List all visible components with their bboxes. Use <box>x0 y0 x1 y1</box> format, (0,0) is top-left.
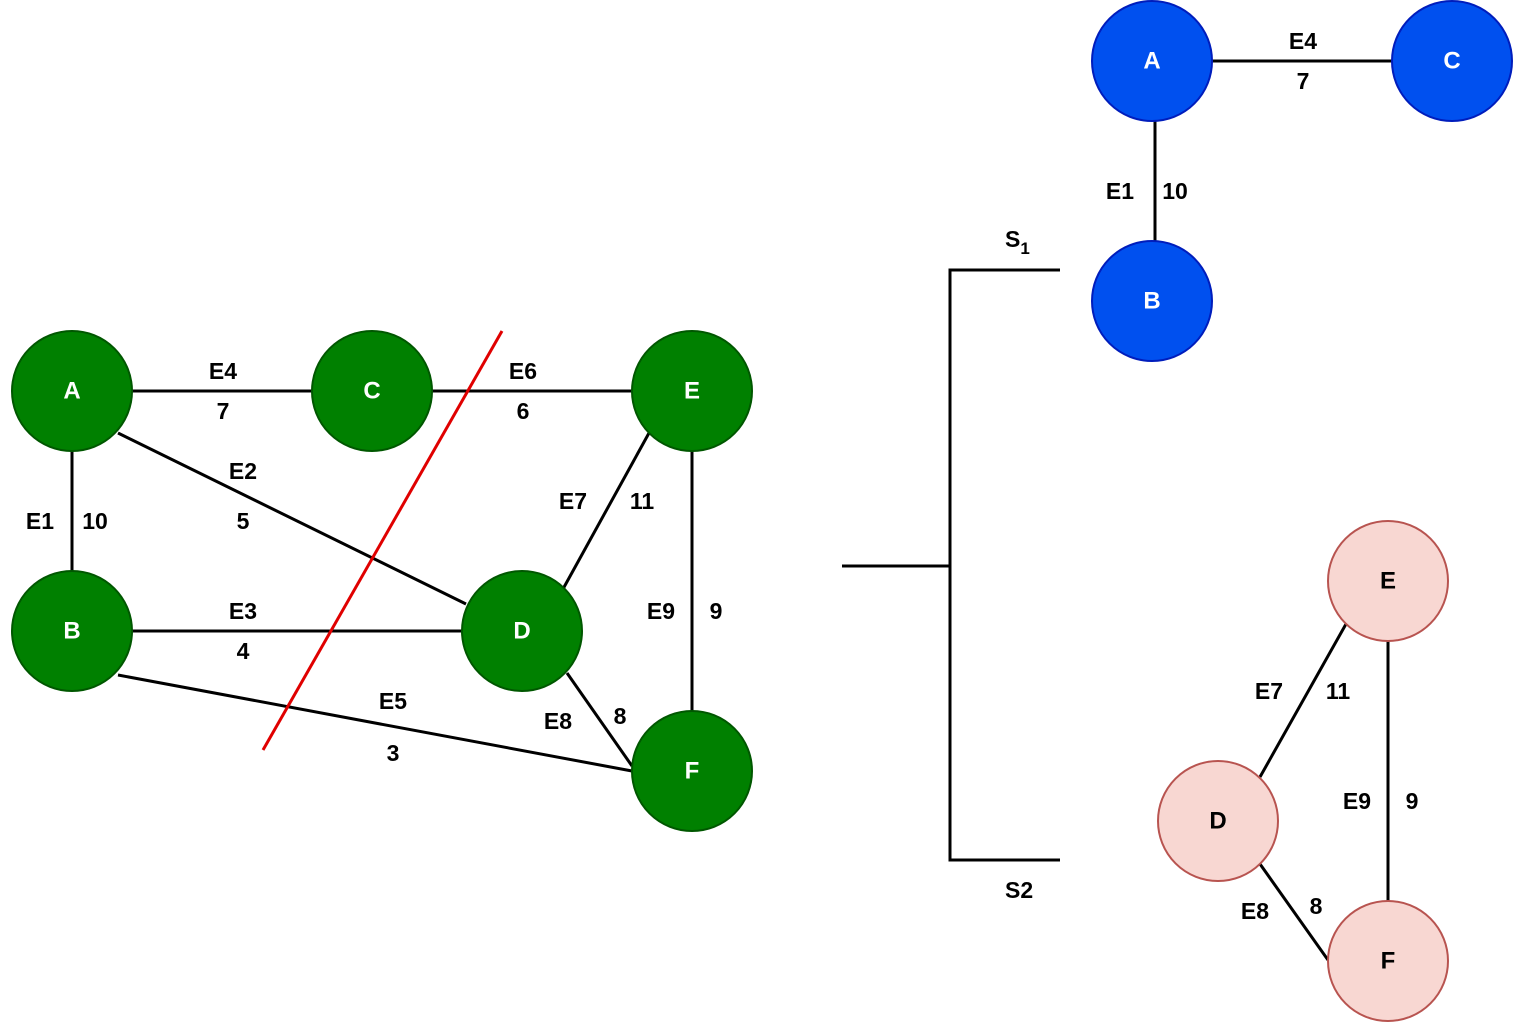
main-node-e-circle <box>631 330 753 452</box>
main-node-b-label: B <box>63 618 80 645</box>
main-edge-e7 <box>561 432 651 590</box>
s2-node-d-label: D <box>1209 808 1226 835</box>
s2-graph-edges <box>1258 623 1390 961</box>
main-edge-e5 <box>117 673 633 773</box>
s2-node-e-circle <box>1327 520 1449 642</box>
main-node-e-label: E <box>684 378 700 405</box>
s2-edge-e7-weight: 11 <box>1326 678 1351 704</box>
s2-edge-e7-label: E7 <box>1255 678 1283 704</box>
main-node-d-circle <box>461 570 583 692</box>
main-node-f-circle <box>631 710 753 832</box>
s1-graph-edge-labels: E4 7E1 10 <box>1106 28 1317 204</box>
main-edge-e2-weight: 5 <box>237 508 250 534</box>
s2-node-d-circle <box>1157 760 1279 882</box>
main-edge-e9-weight: 9 <box>710 598 723 624</box>
s2-edge-e8-label: E8 <box>1241 898 1269 924</box>
main-node-b: B <box>11 570 133 692</box>
s1-node-a: A <box>1091 0 1213 122</box>
s1-node-c-label: C <box>1443 48 1460 75</box>
s2-node-e-label: E <box>1380 568 1396 595</box>
main-graph-edges <box>70 389 694 773</box>
s2-edge-e7 <box>1258 623 1348 778</box>
s2-node-f-circle <box>1327 900 1449 1022</box>
s1-node-c: C <box>1391 0 1513 122</box>
s2-node-d: D <box>1157 760 1279 882</box>
main-edge-e1-weight: 10 <box>82 508 108 534</box>
main-edge-e8 <box>565 672 634 767</box>
main-edge-e7-weight: 11 <box>630 488 655 514</box>
main-node-f-label: F <box>685 758 700 785</box>
s1-node-b: B <box>1091 240 1213 362</box>
s2-edge-e8-weight: 8 <box>1310 893 1323 919</box>
s2-node-f-label: F <box>1381 948 1396 975</box>
s1-node-b-label: B <box>1143 288 1160 315</box>
subgraph-s2-label: S2 <box>1005 877 1033 903</box>
main-graph-nodes: A C E B D F <box>11 330 753 832</box>
main-edge-e3-label: E3 <box>229 598 257 624</box>
main-edge-e3-weight: 4 <box>237 638 250 664</box>
s1-edge-e1-weight: 10 <box>1162 178 1188 204</box>
main-node-c: C <box>311 330 433 452</box>
subgraph-s1-label: S1 <box>1005 226 1030 258</box>
main-node-a: A <box>11 330 133 452</box>
main-node-b-circle <box>11 570 133 692</box>
s1-node-a-circle <box>1091 0 1213 122</box>
main-edge-e2-label: E2 <box>229 458 257 484</box>
main-node-a-circle <box>11 330 133 452</box>
main-edge-e6-weight: 6 <box>517 398 530 424</box>
split-bracket: S1 S2 <box>842 226 1060 903</box>
main-node-c-circle <box>311 330 433 452</box>
main-node-e: E <box>631 330 753 452</box>
main-edge-e6-label: E6 <box>509 358 537 384</box>
main-edge-e5-weight: 3 <box>387 740 400 766</box>
s1-edge-e4-label: E4 <box>1289 28 1317 54</box>
main-node-a-label: A <box>63 378 80 405</box>
main-node-c-label: C <box>363 378 380 405</box>
s1-node-a-label: A <box>1143 48 1160 75</box>
s1-graph-nodes: A C B <box>1091 0 1513 362</box>
bracket-line <box>948 268 1060 862</box>
s1-edge-e4-weight: 7 <box>1297 68 1310 94</box>
main-edge-e7-label: E7 <box>559 488 587 514</box>
s2-node-e: E <box>1327 520 1449 642</box>
main-edge-e8-weight: 8 <box>614 703 627 729</box>
s2-graph-nodes: E D F <box>1157 520 1449 1022</box>
main-edge-e4-label: E4 <box>209 358 237 384</box>
main-node-d: D <box>461 570 583 692</box>
main-edge-e2 <box>117 431 467 606</box>
s2-edge-e9-label: E9 <box>1343 788 1371 814</box>
s2-edge-e9-weight: 9 <box>1406 788 1419 814</box>
cut-line <box>261 330 504 751</box>
s1-node-b-circle <box>1091 240 1213 362</box>
main-edge-e4-weight: 7 <box>217 398 230 424</box>
s2-edge-e8 <box>1258 863 1330 961</box>
s1-edge-e1-label: E1 <box>1106 178 1134 204</box>
s1-node-c-circle <box>1391 0 1513 122</box>
s2-node-f: F <box>1327 900 1449 1022</box>
main-node-f: F <box>631 710 753 832</box>
main-node-d-label: D <box>513 618 530 645</box>
s1-graph-edges <box>1153 59 1392 241</box>
main-edge-e5-label: E5 <box>379 688 407 714</box>
main-edge-e8-label: E8 <box>544 708 572 734</box>
main-edge-e1-label: E1 <box>26 508 54 534</box>
main-edge-e9-label: E9 <box>647 598 675 624</box>
